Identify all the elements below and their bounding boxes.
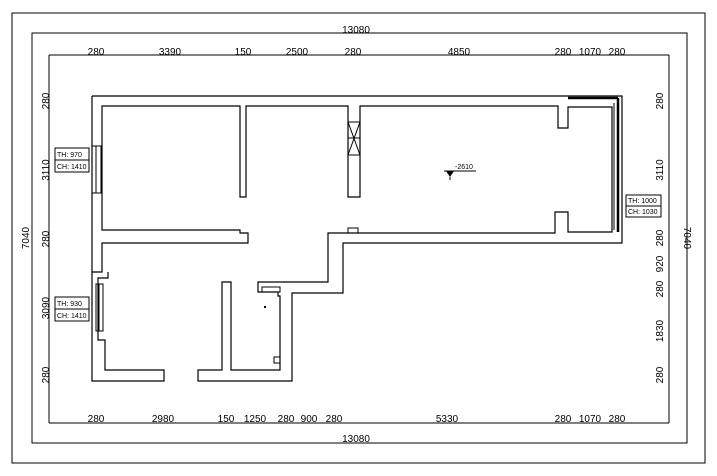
left-dim: 280 — [41, 366, 52, 383]
right-dim: 3110 — [655, 159, 666, 181]
top-dim: 2500 — [286, 47, 309, 58]
overall-top-dim: 13080 — [342, 25, 370, 36]
elevation-marker: -2610 — [444, 164, 476, 180]
bottom-dim: 1070 — [579, 414, 602, 425]
elevation-label: -2610 — [455, 164, 473, 171]
window-tag-left-upper: TH: 970 CH: 1410 — [54, 147, 90, 173]
overall-bottom-dim: 13080 — [342, 434, 370, 445]
wall-notch — [273, 356, 281, 364]
top-dim: 4850 — [448, 47, 471, 58]
top-dim: 280 — [555, 47, 572, 58]
top-dim: 280 — [609, 47, 626, 58]
tag-th: TH: 1000 — [628, 198, 657, 205]
window-tag-right: TH: 1000 CH: 1030 — [625, 194, 662, 218]
right-dim: 280 — [655, 229, 666, 246]
bottom-dim: 280 — [326, 414, 343, 425]
tag-ch: CH: 1410 — [57, 313, 87, 320]
wall-notch — [347, 227, 359, 234]
top-dim: 280 — [345, 47, 362, 58]
left-dim: 3090 — [41, 296, 52, 319]
left-dimension-chain: 280 3110 280 3090 280 — [41, 92, 52, 383]
tag-th: TH: 970 — [57, 152, 82, 159]
bottom-dim: 900 — [301, 414, 318, 425]
bottom-dim: 2980 — [152, 414, 175, 425]
window-tag-left-lower: TH: 930 CH: 1410 — [54, 296, 90, 322]
left-dim: 3110 — [41, 159, 52, 181]
right-dimension-chain: 280 3110 280 920 280 1830 280 — [655, 92, 666, 383]
left-dim: 280 — [41, 230, 52, 247]
tag-ch: CH: 1410 — [57, 164, 87, 171]
bottom-dim: 150 — [218, 414, 235, 425]
bottom-dim: 280 — [555, 414, 572, 425]
bottom-dim: 280 — [88, 414, 105, 425]
bottom-dim: 280 — [609, 414, 626, 425]
bottom-dim: 5330 — [436, 414, 459, 425]
top-dimension-chain: 280 3390 150 2500 280 4850 280 1070 280 — [88, 47, 626, 58]
right-dim: 280 — [655, 280, 666, 297]
overall-left-dim: 7040 — [21, 226, 32, 249]
bottom-dim: 1250 — [244, 414, 267, 425]
left-dim: 280 — [41, 92, 52, 109]
right-dim: 920 — [655, 255, 666, 272]
top-dim: 3390 — [159, 47, 182, 58]
bottom-dim: 280 — [278, 414, 295, 425]
floor-drain-dot — [264, 306, 266, 308]
top-dim: 1070 — [579, 47, 602, 58]
tag-th: TH: 930 — [57, 301, 82, 308]
top-dim: 150 — [235, 47, 252, 58]
outer-frame — [11, 12, 706, 464]
elevation-triangle-icon — [446, 171, 454, 177]
wall-notch — [261, 286, 281, 293]
tag-ch: CH: 1030 — [628, 209, 658, 216]
right-dim: 1830 — [655, 319, 666, 342]
right-dim: 280 — [655, 92, 666, 109]
exterior-wall-outline — [91, 95, 623, 382]
top-dim: 280 — [88, 47, 105, 58]
lower-left-room-wall — [91, 272, 165, 382]
overall-right-dim: 7040 — [681, 227, 692, 250]
bottom-dimension-chain: 280 2980 150 1250 280 900 280 5330 280 1… — [88, 414, 626, 425]
right-dim: 280 — [655, 366, 666, 383]
